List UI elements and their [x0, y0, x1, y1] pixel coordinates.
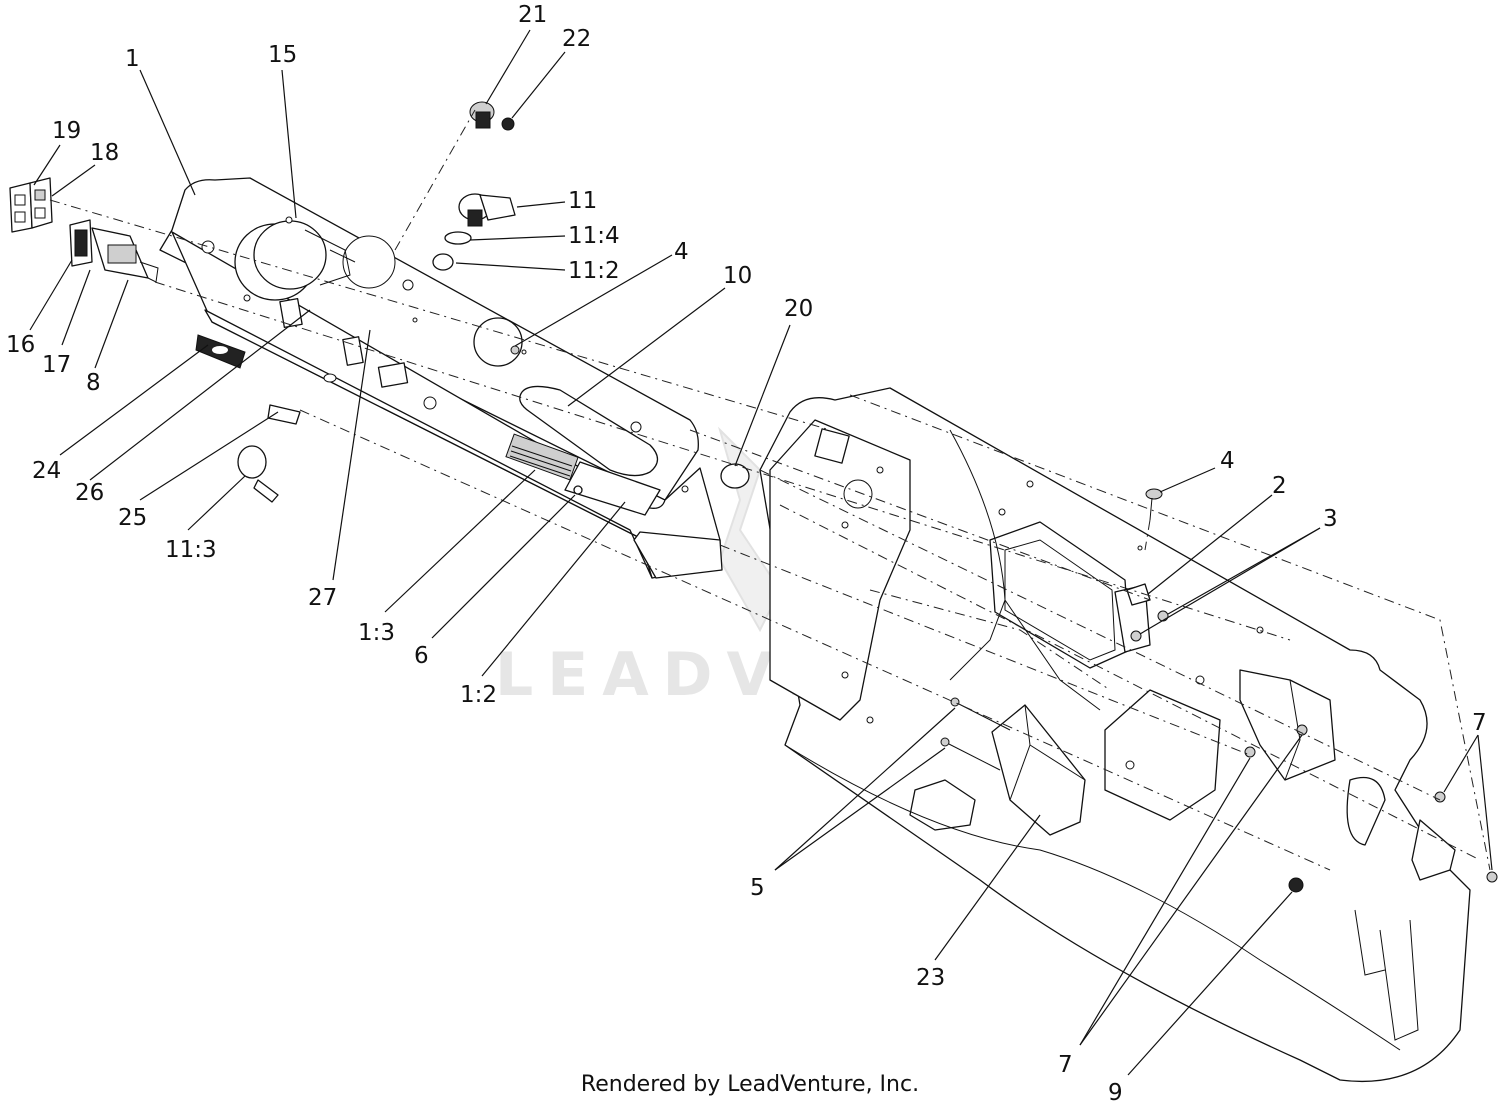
callout-27: 27 — [308, 585, 337, 611]
callout-2: 2 — [1272, 473, 1287, 499]
hour-meter — [234, 216, 356, 301]
callout-17: 17 — [42, 352, 71, 378]
control-module — [991, 704, 1086, 836]
ignition-switch — [432, 193, 516, 271]
switch-blanks — [9, 177, 53, 233]
callout-22: 22 — [562, 26, 591, 52]
callout-25: 25 — [118, 505, 147, 531]
callout-19: 19 — [52, 118, 81, 144]
callout-1-3: 1:3 — [358, 620, 395, 646]
callout-10: 10 — [723, 263, 752, 289]
callout-4-upper: 4 — [674, 239, 689, 265]
callout-24: 24 — [32, 458, 61, 484]
leader-lines — [29, 29, 1493, 1076]
console-assembly — [759, 387, 1471, 1083]
clip-20 — [720, 463, 750, 489]
callout-18: 18 — [90, 140, 119, 166]
key — [237, 404, 301, 503]
callout-4-lower: 4 — [1220, 448, 1235, 474]
part-21-22 — [469, 101, 515, 131]
bolts-5 — [940, 697, 1011, 771]
callout-15: 15 — [268, 42, 297, 68]
callout-8: 8 — [86, 370, 101, 396]
part-2-3 — [1126, 583, 1169, 642]
callout-16: 16 — [6, 332, 35, 358]
plug-9 — [1288, 877, 1304, 893]
screw-6 — [573, 485, 583, 495]
rocker-switch — [69, 219, 159, 283]
callout-3: 3 — [1323, 506, 1338, 532]
callout-1: 1 — [125, 46, 140, 72]
callout-7-right: 7 — [1472, 710, 1487, 736]
callout-6: 6 — [414, 643, 429, 669]
render-credit: Rendered by LeadVenture, Inc. — [580, 1072, 920, 1097]
callout-7-bottom: 7 — [1058, 1052, 1073, 1078]
callout-labels: 1 15 19 18 21 22 11 11:4 11:2 4 10 20 16… — [6, 2, 1487, 1106]
screw-4 — [1137, 488, 1163, 551]
assembly-lines — [49, 109, 1491, 871]
callout-11-3: 11:3 — [165, 537, 217, 563]
callout-5: 5 — [750, 875, 765, 901]
callout-20: 20 — [784, 296, 813, 322]
callout-23: 23 — [916, 965, 945, 991]
callout-11: 11 — [568, 188, 597, 214]
decal-1-3 — [505, 433, 579, 481]
callout-26: 26 — [75, 480, 104, 506]
callout-9: 9 — [1108, 1080, 1123, 1106]
callout-11-4: 11:4 — [568, 223, 620, 249]
callout-1-2: 1:2 — [460, 682, 497, 708]
callout-21: 21 — [518, 2, 547, 28]
callout-11-2: 11:2 — [568, 258, 620, 284]
